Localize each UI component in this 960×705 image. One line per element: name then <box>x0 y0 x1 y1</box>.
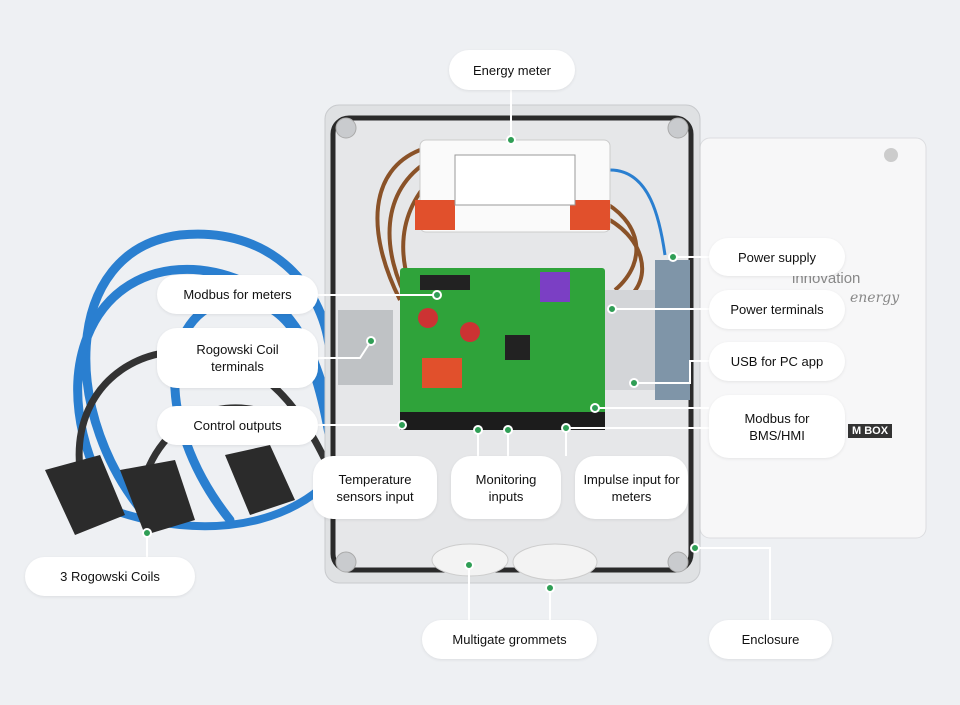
meter-clamp <box>415 200 455 230</box>
label-energy-meter: Energy meter <box>449 50 575 90</box>
meter-clamp <box>570 200 610 230</box>
coil-clamps <box>45 445 295 535</box>
label-power-terminals: Power terminals <box>709 290 845 329</box>
label-rogowski-coils: 3 Rogowski Coils <box>25 557 195 596</box>
label-monitoring-inputs: Monitoring inputs <box>451 456 561 519</box>
label-temp-sensors: Temperature sensors input <box>313 456 437 519</box>
enclosure-screws <box>335 117 689 573</box>
label-control-outputs: Control outputs <box>157 406 318 445</box>
label-grommets: Multigate grommets <box>422 620 597 659</box>
pcb <box>400 268 605 428</box>
power-supply-module <box>655 260 690 400</box>
label-modbus-meters: Modbus for meters <box>157 275 318 314</box>
grommet <box>512 543 598 581</box>
blue-wire <box>609 168 667 256</box>
pcb-terminal-strip <box>400 412 605 430</box>
lid-screw <box>884 148 898 162</box>
microcontroller <box>505 335 530 360</box>
modbus-connector <box>420 275 470 290</box>
pcb-module <box>540 272 570 302</box>
brand-line2: energy <box>850 290 900 306</box>
meter-faceplate <box>454 154 576 206</box>
relays <box>422 358 462 388</box>
label-enclosure: Enclosure <box>709 620 832 659</box>
label-modbus-bms: Modbus for BMS/HMI <box>709 395 845 458</box>
label-usb-pc: USB for PC app <box>709 342 845 381</box>
label-power-supply: Power supply <box>709 238 845 276</box>
box-badge: M BOX <box>848 424 893 438</box>
capacitor <box>418 308 438 328</box>
enclosure-lid <box>699 137 927 539</box>
capacitor <box>460 322 480 342</box>
rogowski-terminal-block <box>338 310 393 385</box>
label-rogowski-terminals: Rogowski Coil terminals <box>157 328 318 388</box>
callout-dots <box>142 135 700 593</box>
label-impulse-input: Impulse input for meters <box>575 456 688 519</box>
